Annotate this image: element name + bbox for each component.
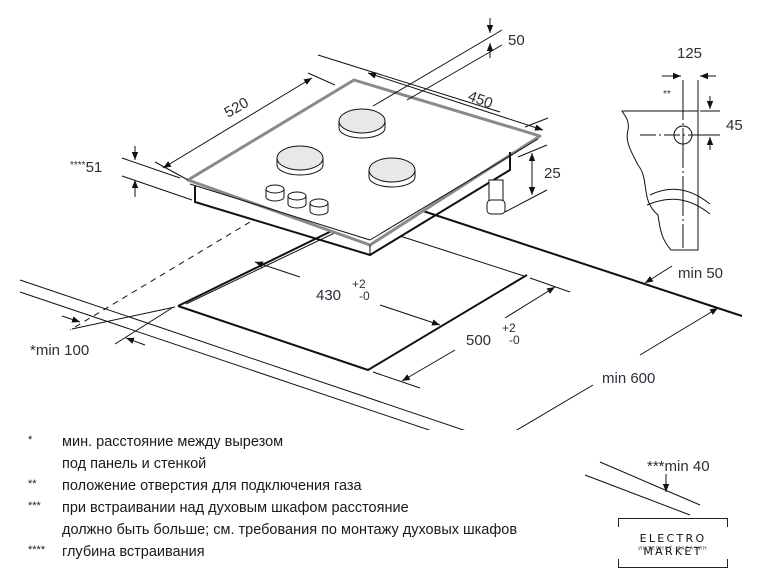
min-side-label: *min 100	[30, 342, 89, 359]
gas-offset-x-label: 125	[677, 45, 702, 62]
burner-left	[276, 145, 324, 176]
cutout-depth-label: 500	[466, 332, 491, 349]
legend-mark: ****	[28, 544, 46, 556]
cutout-width-tol-plus: +2	[352, 277, 366, 291]
legend-item: **** глубина встраивания	[28, 541, 624, 563]
legend-text: под панель и стенкой	[62, 456, 207, 472]
legend-item: ** положение отверстия для подключения г…	[28, 475, 624, 497]
gas-offset-y-label: 45	[726, 117, 743, 134]
gas-mark: **	[663, 89, 671, 100]
legend-text: положение отверстия для подключения газа	[62, 478, 362, 494]
cutout-depth-tol-minus: -0	[509, 333, 520, 347]
gas-connector	[486, 179, 506, 215]
dimension-rear-offset: 50	[372, 18, 525, 107]
legend-item-continued: под панель и стенкой	[28, 453, 624, 475]
legend-item: *** при встраивании над духовым шкафом р…	[28, 497, 624, 519]
rear-offset-label: 50	[508, 32, 525, 49]
legend-item-continued: должно быть больше; см. требования по мо…	[28, 519, 624, 541]
min-worktop-label: min 600	[602, 370, 655, 387]
side-reference-dashed-line	[69, 221, 251, 331]
legend: * мин. расстояние между вырезом под пане…	[28, 431, 624, 563]
min-rear-label: min 50	[678, 265, 723, 282]
watermark-sub: ИНТЕРНЕТ-МАГАЗИН	[638, 546, 708, 552]
build-depth-label: ****51	[70, 159, 102, 176]
cutout-width-tol-minus: -0	[359, 289, 370, 303]
burner-right	[368, 157, 416, 188]
dimension-min-side: *min 100	[30, 306, 176, 359]
electro-market-watermark: ELECTRO MARKET ИНТЕРНЕТ-МАГАЗИН	[612, 518, 734, 568]
watermark-brand: ELECTRO MARKET	[639, 532, 707, 558]
legend-text: глубина встраивания	[62, 544, 205, 560]
worktop-rear-edge	[419, 209, 743, 317]
dimension-min-rear: min 50	[644, 265, 723, 284]
control-knobs	[265, 184, 329, 216]
legend-text: при встраивании над духовым шкафом расст…	[62, 500, 409, 516]
burner-rear	[338, 108, 386, 139]
dimension-cutout-width: 430 +2 -0	[254, 261, 441, 326]
legend-text: мин. расстояние между вырезом	[62, 434, 284, 450]
min-thickness-label: ***min 40	[647, 458, 710, 475]
dimension-feet-height: 25	[504, 144, 561, 213]
dimension-cutout-depth: 500 +2 -0	[372, 277, 571, 389]
gas-connection-detail: 125 45 **	[621, 45, 743, 251]
legend-item: * мин. расстояние между вырезом	[28, 431, 624, 453]
cutout-depth-tol-plus: +2	[502, 321, 516, 335]
legend-text: должно быть больше; см. требования по мо…	[62, 522, 518, 538]
dimension-min-worktop: min 600	[515, 307, 719, 430]
cutout-width-label: 430	[316, 287, 341, 304]
legend-mark: ***	[28, 500, 41, 512]
dimension-build-depth: ****51	[70, 146, 193, 201]
legend-mark: **	[28, 478, 37, 490]
installation-diagram: 520 450 50 ****51 25 430 +2 -0	[19, 18, 743, 430]
feet-height-label: 25	[544, 165, 561, 182]
worktop-front-edge	[19, 279, 466, 430]
legend-mark: *	[28, 434, 33, 446]
